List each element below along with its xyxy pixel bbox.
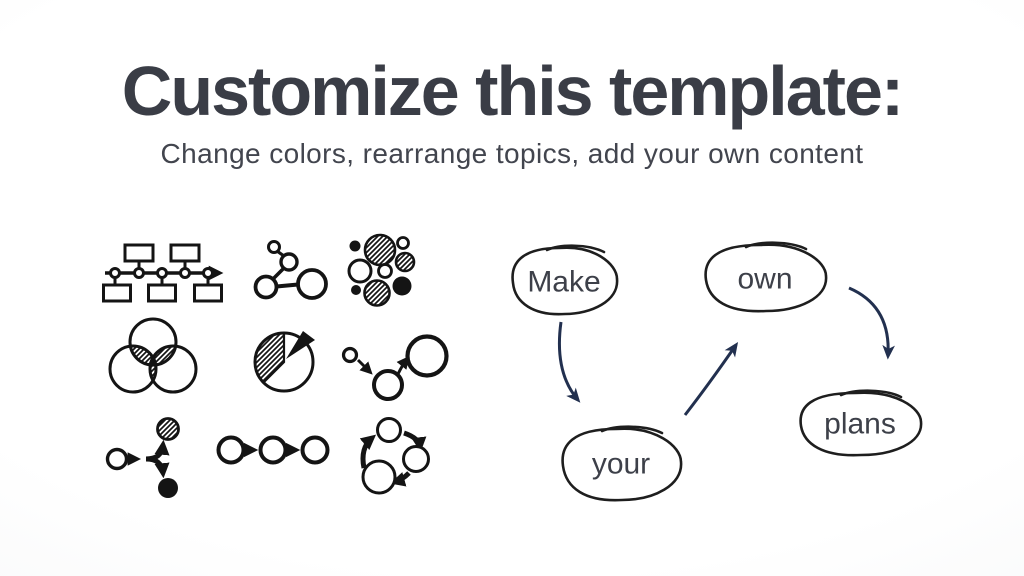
- bubble-overstroke: [839, 389, 903, 399]
- cycle-icon: [349, 415, 441, 505]
- bubble-outline: [799, 391, 923, 457]
- arrow-your-to-own: [683, 342, 739, 416]
- page-subtitle: Change colors, rearrange topics, add you…: [160, 138, 864, 169]
- branch-split-icon: [104, 416, 198, 500]
- bubble-overstroke: [744, 241, 808, 251]
- topic-bubble-plans[interactable]: plans: [799, 389, 923, 457]
- bubble-outline: [561, 427, 683, 502]
- topic-bubble-own[interactable]: own: [704, 241, 828, 313]
- topic-label-make: Make: [527, 266, 600, 299]
- bubble-cluster-icon: [344, 230, 426, 314]
- bubble-outline: [704, 243, 828, 313]
- arrow-own-to-plans: [848, 286, 895, 360]
- page-title: Customize this template:: [121, 52, 904, 130]
- bubble-outline: [511, 246, 619, 316]
- arrow-make-to-your: [557, 321, 581, 403]
- process-flow-icon: [216, 428, 333, 472]
- bubble-overstroke: [600, 425, 664, 435]
- topic-label-own: own: [737, 263, 792, 296]
- bubble-overstroke: [545, 244, 606, 254]
- venn-diagram-icon: [107, 316, 199, 400]
- node-link-icon: [250, 238, 332, 304]
- pie-chart-icon: [243, 316, 329, 402]
- topic-bubble-your[interactable]: your: [561, 425, 683, 502]
- timeline-icon: [102, 242, 232, 304]
- growth-circles-icon: [341, 328, 451, 406]
- topic-label-plans: plans: [824, 408, 896, 441]
- mindmap-preview: Make own your plans: [480, 225, 970, 530]
- topic-bubble-make[interactable]: Make: [511, 244, 619, 316]
- topic-label-your: your: [592, 448, 650, 481]
